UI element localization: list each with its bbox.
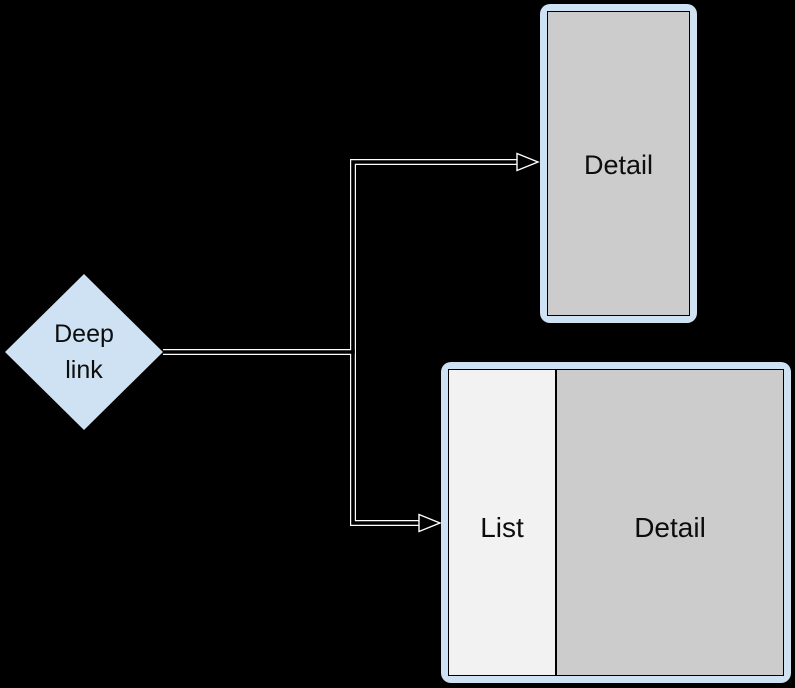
- detail-screen-panel: Detail: [547, 11, 690, 316]
- list-detail-screen-node: List Detail: [441, 362, 791, 683]
- detail-pane: Detail: [557, 370, 783, 675]
- connector-deeplink-to-listdetail-casing: [350, 350, 421, 526]
- detail-screen-label: Detail: [583, 150, 654, 180]
- list-detail-screen-panel: List Detail: [448, 369, 784, 676]
- detail-pane-label: Detail: [634, 511, 706, 543]
- list-pane: List: [449, 370, 557, 675]
- connector-deeplink-to-detail: [163, 160, 519, 354]
- list-pane-label: List: [480, 511, 524, 543]
- connector-deeplink-to-listdetail: [351, 350, 421, 525]
- arrowhead-to-listdetail-icon: [418, 513, 442, 533]
- connector-deeplink-to-detail-casing: [163, 159, 519, 355]
- deep-link-label: Deep link: [54, 320, 114, 384]
- detail-screen-node: Detail: [540, 4, 697, 323]
- arrowhead-to-detail-icon: [516, 152, 540, 172]
